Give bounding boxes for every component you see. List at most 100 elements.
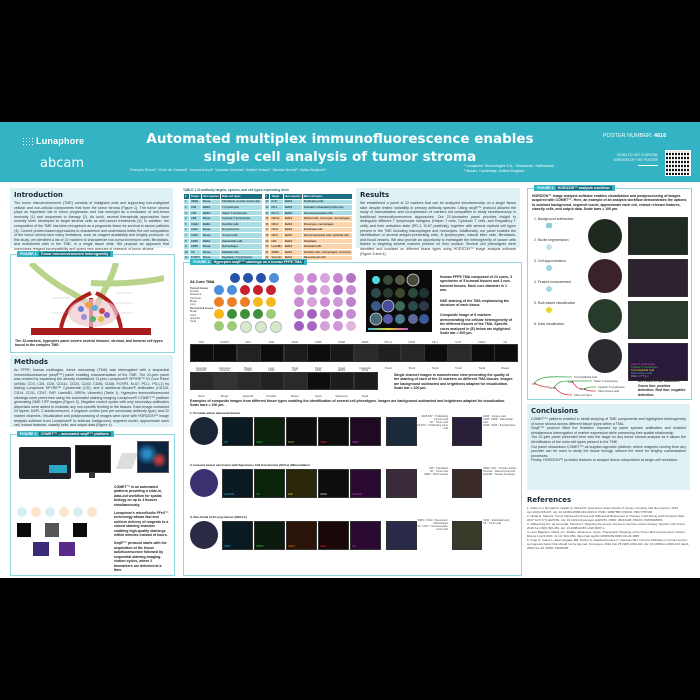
channel-tile: Vimentin <box>350 469 381 498</box>
svg-text:Other Immune Cells: Other Immune Cells <box>598 390 620 393</box>
channel-tile: CD56 <box>318 417 349 446</box>
workflow-step: 2. Nuclei segmentation <box>534 238 584 259</box>
reference-item: 3. Valkenburg KC, de Groot AE, Pienta KJ… <box>527 522 686 530</box>
zoom-tile <box>452 469 482 498</box>
channel-tile: CK <box>350 521 381 550</box>
workflow-step: 1. Background subtraction <box>534 217 584 238</box>
workflow-step-icon <box>45 507 55 517</box>
workflow-zoom-images: Helper T Lymphocytes Cytotoxic T Lymphoc… <box>628 217 688 381</box>
affiliations: ¹ Lunaphore Technologies S.A., Tolochena… <box>464 164 554 174</box>
example-row-1: 1. Prostate acinar adenocarcinoma CK CD2… <box>190 411 516 459</box>
workflow-step: 3. Cell approximation <box>534 259 584 280</box>
figure-2-notes: COMET™ is an automated platform providin… <box>114 485 170 572</box>
comet-chip-image <box>116 441 169 481</box>
decision-tree: CK CD45 CD4 CD8 Tumor Epithelial Cells H… <box>532 376 625 397</box>
methods-text: An FFPE, human multiorgan, tumor microar… <box>14 368 169 428</box>
references-section: References 1. Salmon H, Remark R, Gnjati… <box>527 496 690 550</box>
channel-tile: Ki-67 <box>286 417 317 446</box>
channel-tile: FAP <box>286 469 317 498</box>
conclusion-item: The 22-plex panel presented here sets th… <box>531 435 686 444</box>
workflow-step: 4. Feature measurement <box>534 280 584 301</box>
figure-3-note-a: Human FFPE TMA composed of 24 cores, 3 s… <box>440 275 513 293</box>
channel-tile: LaminB1 <box>222 469 253 498</box>
conclusions-heading: Conclusions <box>531 407 578 415</box>
workflow-step-icon <box>31 507 41 517</box>
example-title: 1. Prostate acinar adenocarcinoma <box>190 411 240 415</box>
composite-tma <box>366 270 432 332</box>
zoom-tile <box>452 521 482 550</box>
single-channel-note: Single channel images in monochrome view… <box>394 373 513 391</box>
conclusion-item: SeqIF™ protocol lifted the limitation im… <box>531 426 686 435</box>
decision-tree-note: Decision tree used to define the rules o… <box>638 375 686 397</box>
figure-3-note-c: Composite image of 6 markers demonstrati… <box>440 313 512 336</box>
workflow-steps: 1. Background subtraction 2. Nuclei segm… <box>534 217 584 343</box>
channel-tile: CD47 <box>222 521 253 550</box>
svg-text:CD45: CD45 <box>549 386 556 390</box>
reference-item: 4. Leire Bejarano, Marta J.C. Jordão, Jo… <box>527 530 685 538</box>
results-section: Results We established a panel of 22 mar… <box>356 188 520 256</box>
tma-core-grid <box>214 273 282 333</box>
svg-text:CD4: CD4 <box>568 380 574 384</box>
poster: Lunaphore abcam Automated multiplex immu… <box>0 122 700 578</box>
channel-tile: CK <box>222 417 253 446</box>
conclusions-section: Conclusions COMET™ platform enabled in d… <box>527 404 690 490</box>
conclusion-item: Our panel showcases COMET™ as supplier-a… <box>531 444 686 458</box>
authors: François Rivest¹, Victor de Gautard¹, Jo… <box>130 168 327 172</box>
workflow-step-icon <box>73 507 83 517</box>
scan-text: SCAN TO GET A DIGITAL VERSION OF THE POS… <box>608 153 658 166</box>
qr-code[interactable] <box>665 150 691 176</box>
seqif-workflow <box>17 499 109 571</box>
workflow-step: 6. Data visualization <box>534 322 565 326</box>
figure-3-notes: Human FFPE TMA composed of 24 cores, 3 s… <box>440 275 514 335</box>
introduction-heading: Introduction <box>14 191 63 199</box>
workflow-step-icon <box>87 507 97 517</box>
figure-3-note-b: H&E staining of the TMA emphasizing the … <box>440 298 510 308</box>
arrow-right-icon <box>638 165 658 166</box>
workflow-step-icon <box>17 507 27 517</box>
svg-text:Helper T Lymphocytes: Helper T Lymphocytes <box>594 380 619 383</box>
svg-text:CD8: CD8 <box>580 387 586 391</box>
comet-instrument <box>17 441 111 491</box>
class-legend: Helper T Lymphocytes Cytotoxic T Lymphoc… <box>631 363 658 378</box>
example-title: 3. Non-Small Cell Lung Cancer (NSCLC) <box>190 515 247 519</box>
svg-text:Tumor Epithelial Cells: Tumor Epithelial Cells <box>574 376 598 379</box>
tissue-core <box>190 521 218 549</box>
channel-tile: CK <box>254 469 285 498</box>
tissue-core <box>190 417 218 445</box>
svg-text:Other Cell Types: Other Cell Types <box>574 394 593 397</box>
figure-2-note-a: COMET™ is an automated platform providin… <box>114 485 163 507</box>
methods-section: Methods An FFPE, human multiorgan, tumor… <box>10 355 173 427</box>
reference-item: 2. Hirata E, Sahai E. Tumor Microenviron… <box>527 514 685 522</box>
example-row-2: 2. Invasive breast carcinoma with Squamo… <box>190 463 516 511</box>
workflow-step: 5. Rule-based classification <box>534 301 584 322</box>
example-title: 2. Invasive breast carcinoma with Squamo… <box>190 463 310 467</box>
